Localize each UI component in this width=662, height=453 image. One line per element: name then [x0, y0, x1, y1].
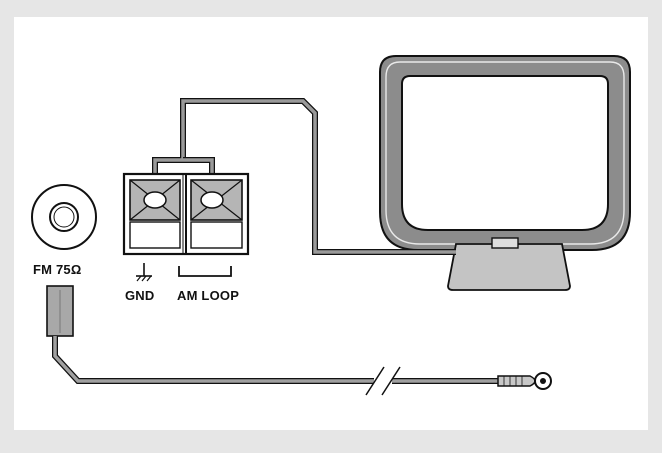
fm-wire-antenna-icon [46, 285, 552, 390]
am-loop-bracket [178, 266, 232, 277]
cable-break-icon [365, 366, 401, 396]
am-terminal-block [122, 172, 250, 256]
gnd-label: GND [125, 288, 155, 303]
am-loop-label: AM LOOP [177, 288, 240, 303]
fm-coax-jack-icon [31, 184, 97, 250]
fm-label: FM 75Ω [33, 262, 82, 277]
ground-symbol-icon [136, 263, 152, 282]
am-loop-antenna-icon [379, 55, 631, 291]
